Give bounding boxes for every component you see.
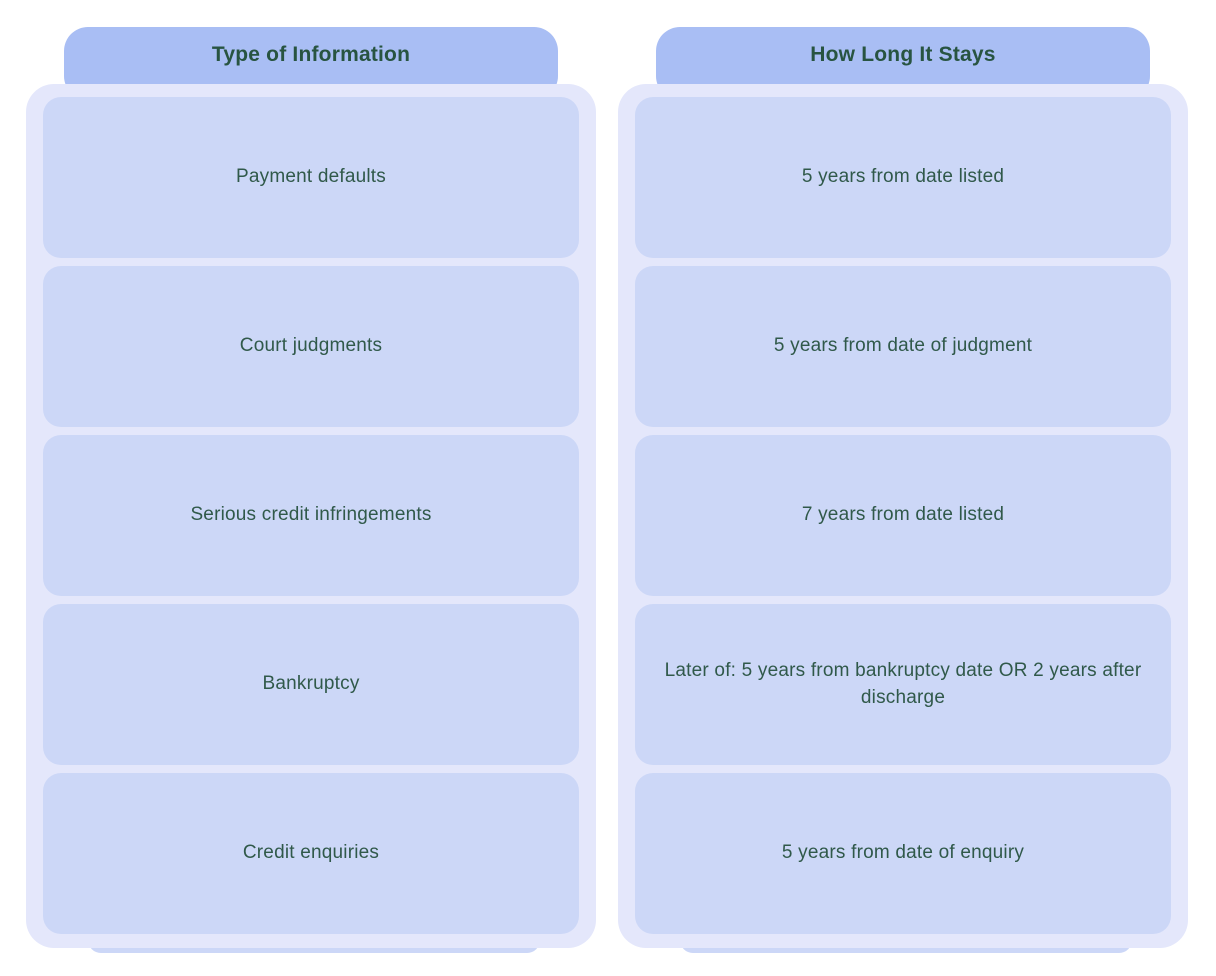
cell-label: Bankruptcy	[262, 673, 360, 695]
table-cell: Serious credit infringements	[43, 435, 579, 596]
cell-label: Later of: 5 years from bankruptcy date O…	[664, 660, 1142, 708]
cell-label: Payment defaults	[235, 166, 386, 188]
column-header-label: How Long It Stays	[810, 43, 996, 66]
column-body-how-long-it-stays: 5 years from date listed 5 years from da…	[618, 84, 1188, 948]
cell-label: 7 years from date listed	[801, 504, 1005, 526]
table-cell: Later of: 5 years from bankruptcy date O…	[635, 604, 1171, 765]
column-how-long-it-stays: How Long It Stays 5 years from date list…	[618, 27, 1188, 953]
column-body-type-of-information: Payment defaults Court judgments Serious…	[26, 84, 596, 948]
cell-label: Serious credit infringements	[190, 504, 432, 526]
credit-retention-table: Type of Information Payment defaults Cou…	[26, 27, 1188, 953]
cell-label: 5 years from date of judgment	[773, 335, 1033, 357]
table-cell: 5 years from date listed	[635, 97, 1171, 258]
column-type-of-information: Type of Information Payment defaults Cou…	[26, 27, 596, 953]
cell-label: 5 years from date of enquiry	[781, 842, 1025, 864]
table-cell: Court judgments	[43, 266, 579, 427]
table-cell: Bankruptcy	[43, 604, 579, 765]
table-cell: 7 years from date listed	[635, 435, 1171, 596]
table-cell: 5 years from date of enquiry	[635, 773, 1171, 934]
table-cell: Credit enquiries	[43, 773, 579, 934]
table-cell: 5 years from date of judgment	[635, 266, 1171, 427]
cell-label: Court judgments	[239, 335, 383, 357]
column-header-label: Type of Information	[211, 43, 411, 66]
cell-label: 5 years from date listed	[801, 166, 1005, 188]
cell-label: Credit enquiries	[242, 842, 380, 864]
table-cell: Payment defaults	[43, 97, 579, 258]
